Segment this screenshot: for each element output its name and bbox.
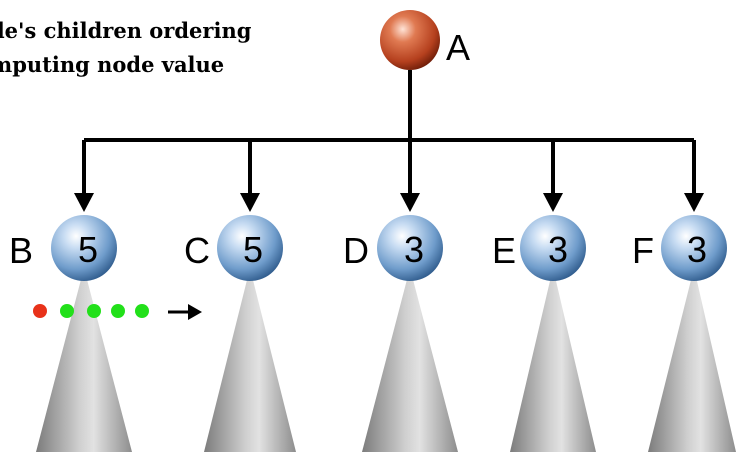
arrowhead-d [400,193,420,212]
subtree-cone-f [648,268,736,452]
subtree-cone-e [510,268,596,452]
child-node-e-sphere [520,215,586,281]
indicator-dot-2 [60,304,74,318]
child-node-b-label: B [9,230,33,271]
child-node-c-value: 5 [243,229,263,270]
root-node-sphere [380,10,440,70]
indicator-dot-1 [33,304,47,318]
indicator-arrow-icon [188,304,202,320]
child-node-b: B 5 [9,215,117,281]
child-node-b-sphere [51,215,117,281]
diagram-title: de's children ordering mputing node valu… [0,14,251,82]
child-node-d-label: D [343,230,369,271]
indicator-dot-3 [87,304,101,318]
title-line-1: de's children ordering [0,18,252,43]
child-node-d-value: 3 [404,229,424,270]
subtree-cone-c [204,268,296,452]
arrowhead-c [240,193,260,212]
ordering-indicator [33,304,202,320]
child-node-f-value: 3 [687,229,707,270]
subtree-cone-b [36,268,132,452]
child-node-f: F 3 [632,215,727,281]
child-node-b-value: 5 [78,229,98,270]
subtree-cone-d [362,268,458,452]
arrowhead-e [543,193,563,212]
title-line-2: mputing node value [0,52,225,77]
child-node-f-sphere [661,215,727,281]
child-node-e: E 3 [492,215,586,281]
child-node-f-label: F [632,230,654,271]
child-node-d-sphere [377,215,443,281]
child-node-c: C 5 [184,215,283,281]
child-node-c-label: C [184,230,210,271]
child-node-d: D 3 [343,215,443,281]
indicator-dot-5 [135,304,149,318]
arrowhead-f [684,193,704,212]
child-node-e-value: 3 [548,229,568,270]
root-node-label: A [446,27,470,68]
subtree-cones [36,268,736,452]
indicator-dot-4 [111,304,125,318]
child-node-e-label: E [492,230,516,271]
tree-connectors [82,70,696,200]
tree-arrowheads [74,193,704,212]
arrowhead-b [74,193,94,212]
child-node-c-sphere [217,215,283,281]
root-node: A [380,10,470,70]
